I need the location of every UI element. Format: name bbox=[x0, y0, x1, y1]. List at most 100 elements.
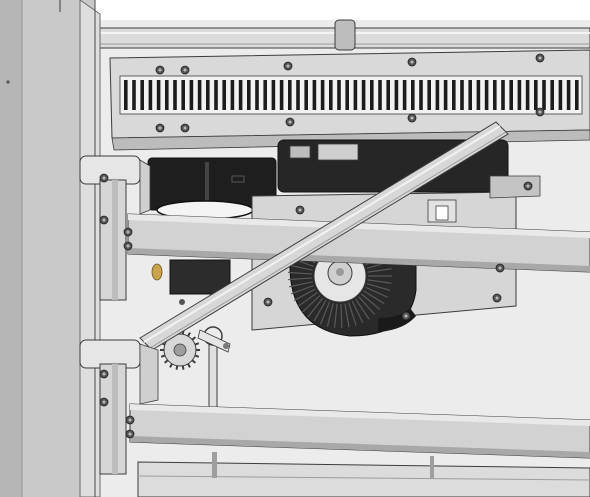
gear-tooth bbox=[169, 363, 173, 368]
gear-tooth bbox=[160, 354, 166, 358]
bolt-hole bbox=[102, 176, 106, 180]
diagonal-rod bbox=[139, 121, 509, 351]
fan-fin bbox=[319, 301, 331, 325]
bottom-tray bbox=[137, 452, 590, 497]
bolt-hole bbox=[102, 218, 106, 222]
heating-slot bbox=[156, 80, 161, 110]
heating-slot bbox=[255, 80, 259, 110]
heating-slot bbox=[214, 80, 218, 110]
heating-slot bbox=[296, 80, 300, 110]
heating-slot bbox=[411, 80, 415, 110]
heating-slot bbox=[189, 80, 194, 110]
gear-tooth bbox=[187, 332, 191, 337]
bolt-hole bbox=[183, 68, 187, 72]
fan-fin bbox=[361, 293, 381, 310]
fan-fin bbox=[367, 279, 392, 284]
bolt-hole bbox=[126, 244, 130, 248]
bolt-hole bbox=[495, 296, 499, 300]
heating-slot bbox=[263, 80, 267, 110]
bolt-hole bbox=[286, 64, 290, 68]
fan-fin bbox=[297, 291, 318, 308]
fan-fin bbox=[289, 281, 313, 288]
bolt-hole bbox=[183, 126, 187, 130]
fan-fin bbox=[351, 300, 364, 324]
heating-slot bbox=[329, 80, 333, 110]
heating-slot bbox=[542, 80, 546, 110]
heating-slot bbox=[361, 80, 366, 110]
fan-fin bbox=[307, 297, 324, 318]
gear-tooth bbox=[191, 359, 196, 364]
bolt-hole bbox=[526, 184, 530, 188]
lower-shelf-rail bbox=[129, 403, 590, 459]
fan-fin bbox=[290, 285, 314, 295]
small-motor bbox=[151, 259, 231, 305]
bolt-hole bbox=[266, 300, 270, 304]
heating-slot bbox=[206, 80, 210, 110]
fan-fin bbox=[363, 290, 385, 305]
heating-element-plate bbox=[109, 49, 590, 151]
heating-slot bbox=[386, 80, 390, 110]
bolts bbox=[99, 53, 545, 439]
fan-fin bbox=[344, 303, 350, 328]
gear-tooth bbox=[191, 336, 196, 341]
gear-tooth bbox=[175, 365, 179, 370]
heating-slot bbox=[353, 80, 358, 110]
bolt-hole bbox=[298, 208, 302, 212]
heating-slot bbox=[517, 80, 522, 110]
top-rear-rod bbox=[97, 19, 590, 51]
bolt-hole bbox=[538, 110, 542, 114]
heating-slot bbox=[320, 80, 325, 110]
heating-slot bbox=[148, 80, 153, 110]
fan-fin bbox=[367, 268, 392, 273]
gear-tooth bbox=[187, 363, 191, 368]
fan-fin bbox=[366, 283, 391, 291]
bolt-hole bbox=[410, 60, 414, 64]
bolt-hole bbox=[410, 116, 414, 120]
heating-slot bbox=[132, 80, 136, 110]
lower-hinge-bracket bbox=[79, 339, 159, 475]
heating-slot bbox=[271, 80, 276, 110]
heating-slot bbox=[394, 80, 399, 110]
heating-slot bbox=[337, 80, 341, 110]
left-side-wall bbox=[0, 0, 101, 497]
bolt-hole bbox=[498, 266, 502, 270]
heating-slot bbox=[484, 80, 489, 110]
heating-slot bbox=[288, 80, 292, 110]
heating-slot bbox=[452, 80, 456, 110]
heating-slot bbox=[279, 80, 284, 110]
bolt-hole bbox=[128, 418, 132, 422]
heating-slot bbox=[370, 80, 374, 110]
bolt-hole bbox=[288, 120, 292, 124]
gear-tooth bbox=[164, 359, 169, 364]
fan-fin bbox=[288, 271, 313, 275]
heating-slot bbox=[443, 80, 448, 110]
heating-slot bbox=[345, 80, 349, 110]
heating-slot bbox=[197, 80, 202, 110]
bolt-hole bbox=[128, 432, 132, 436]
heating-slot bbox=[550, 80, 554, 110]
heating-slot bbox=[378, 80, 382, 110]
bolt-hole bbox=[538, 56, 542, 60]
heating-slot bbox=[468, 80, 472, 110]
fan-fin bbox=[355, 298, 370, 320]
heating-slot bbox=[165, 80, 169, 110]
fan-fin bbox=[333, 303, 338, 328]
heating-slot bbox=[427, 80, 431, 110]
heating-element-slots bbox=[124, 80, 579, 110]
heating-slot bbox=[566, 80, 571, 110]
right-bracket-lug bbox=[427, 199, 457, 223]
bolt-hole bbox=[158, 68, 162, 72]
gear-tooth bbox=[194, 342, 200, 346]
upper-shelf-rail bbox=[127, 213, 590, 273]
fan-fin bbox=[340, 303, 343, 328]
bolt-hole bbox=[158, 126, 162, 130]
heating-slot bbox=[140, 80, 144, 110]
heating-slot bbox=[460, 80, 464, 110]
heating-slot bbox=[124, 80, 128, 110]
heating-slot bbox=[435, 80, 440, 110]
fan-fin bbox=[313, 299, 327, 322]
fan-fin bbox=[293, 288, 316, 301]
upper-hinge-bracket bbox=[79, 155, 151, 301]
